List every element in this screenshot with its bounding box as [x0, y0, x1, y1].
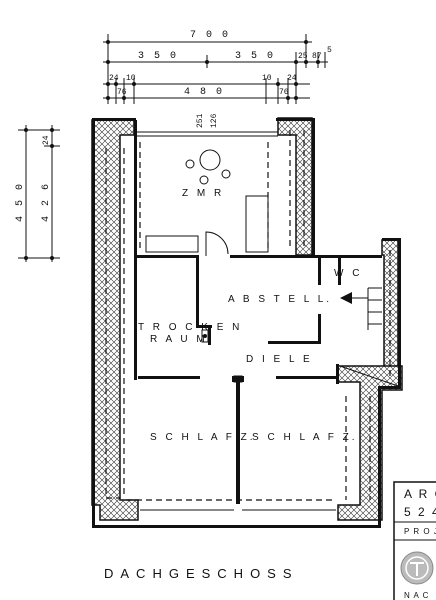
dim-window-a: 251 — [196, 113, 205, 128]
left-roof-slope — [91, 119, 139, 521]
stair-arrow-icon — [340, 292, 352, 304]
dim-top-total: 7 0 0 — [190, 30, 230, 41]
title-block-stamp: A R C 5 2 4 P R O J N A C — [393, 481, 436, 600]
dim-top-half-left: 3 5 0 — [138, 51, 178, 62]
room-label-diele: D I E L E — [246, 354, 313, 365]
zmr-door — [205, 231, 229, 256]
dim-top-right-b: 87 — [312, 52, 322, 61]
dim-left-b: 10 — [126, 74, 136, 83]
room-label-schlafz-left: S C H L A F Z. — [150, 432, 256, 443]
room-label-schlafz-right: S C H L A F Z. — [252, 432, 358, 443]
room-label-raum: R A U M — [150, 334, 208, 345]
dim-mid-inner: 4 8 0 — [184, 87, 224, 98]
walls — [92, 118, 401, 528]
room-label-zmr: Z M R — [182, 188, 224, 199]
room-label-abstell: A B S T E L L. — [228, 294, 332, 305]
dim-top-half-right: 3 5 0 — [235, 51, 275, 62]
dim-76-right: 76 — [279, 88, 289, 97]
room-labels: Z M R A B S T E L L. W C T R O C K E N R… — [138, 188, 362, 443]
room-label-trocken: T R O C K E N — [138, 322, 242, 333]
dim-top-right-c: 5 — [327, 46, 332, 55]
dim-side-inner: 4 2 6 — [41, 182, 52, 222]
top-dimension-chain: 7 0 0 3 5 0 3 5 0 25 87 5 24 10 76 4 8 0… — [103, 30, 332, 128]
wardrobe — [245, 195, 269, 253]
lower-right-roof-slope — [337, 365, 403, 521]
plan-title: DACHGESCHOSS — [104, 566, 299, 581]
dim-side-small: 24 — [42, 135, 51, 145]
dim-76-left: 76 — [117, 88, 127, 97]
stamp-line-2: 5 2 4 — [404, 505, 436, 519]
stamp-line-3: P R O J — [404, 527, 436, 536]
table — [199, 149, 221, 171]
bed — [145, 235, 199, 253]
roof-slopes — [91, 117, 403, 521]
upper-right-roof-slope — [277, 117, 313, 256]
stamp-line-4: N A C — [404, 591, 429, 600]
dim-right-a: 10 — [262, 74, 272, 83]
misc-details — [201, 287, 399, 387]
room-label-wc: W C — [334, 268, 362, 279]
dim-side-total: 4 5 0 — [15, 182, 26, 222]
left-dimension-chain: 4 5 0 4 2 6 24 — [15, 125, 60, 262]
dashed-eave-lines — [105, 130, 391, 501]
dim-top-right-a: 25 — [298, 52, 308, 61]
stamp-line-1: A R C — [404, 487, 436, 501]
dim-window-b: 126 — [210, 113, 219, 128]
dim-right-b: 24 — [287, 74, 297, 83]
dim-left-a: 24 — [109, 74, 119, 83]
zmr-furniture — [145, 149, 269, 256]
